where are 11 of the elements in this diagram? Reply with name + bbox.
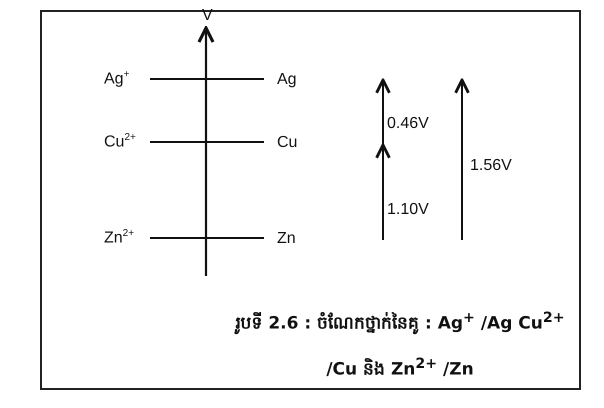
level-label: Ag$^{+}$ <box>104 70 130 88</box>
figure-caption: រូបទី 2.6 : ចំណែកថ្នាក់នៃគូ : Ag$^{+}$ /Ag Cu$^{2+}$ /Cu និង Zn$^{2+}$ /Zn <box>233 309 566 382</box>
level-label: Cu$^{2+}$ <box>104 133 136 150</box>
voltage-label: 0.46V <box>387 116 429 132</box>
axis-label: V <box>202 8 213 24</box>
voltage-label: 1.10V <box>387 202 429 218</box>
level-label: Cu <box>277 135 298 151</box>
level-label: Zn$^{2+}$ <box>104 229 134 246</box>
level-label: Zn <box>277 231 296 247</box>
voltage-label: 1.56V <box>470 158 512 174</box>
level-label: Ag <box>277 72 297 88</box>
